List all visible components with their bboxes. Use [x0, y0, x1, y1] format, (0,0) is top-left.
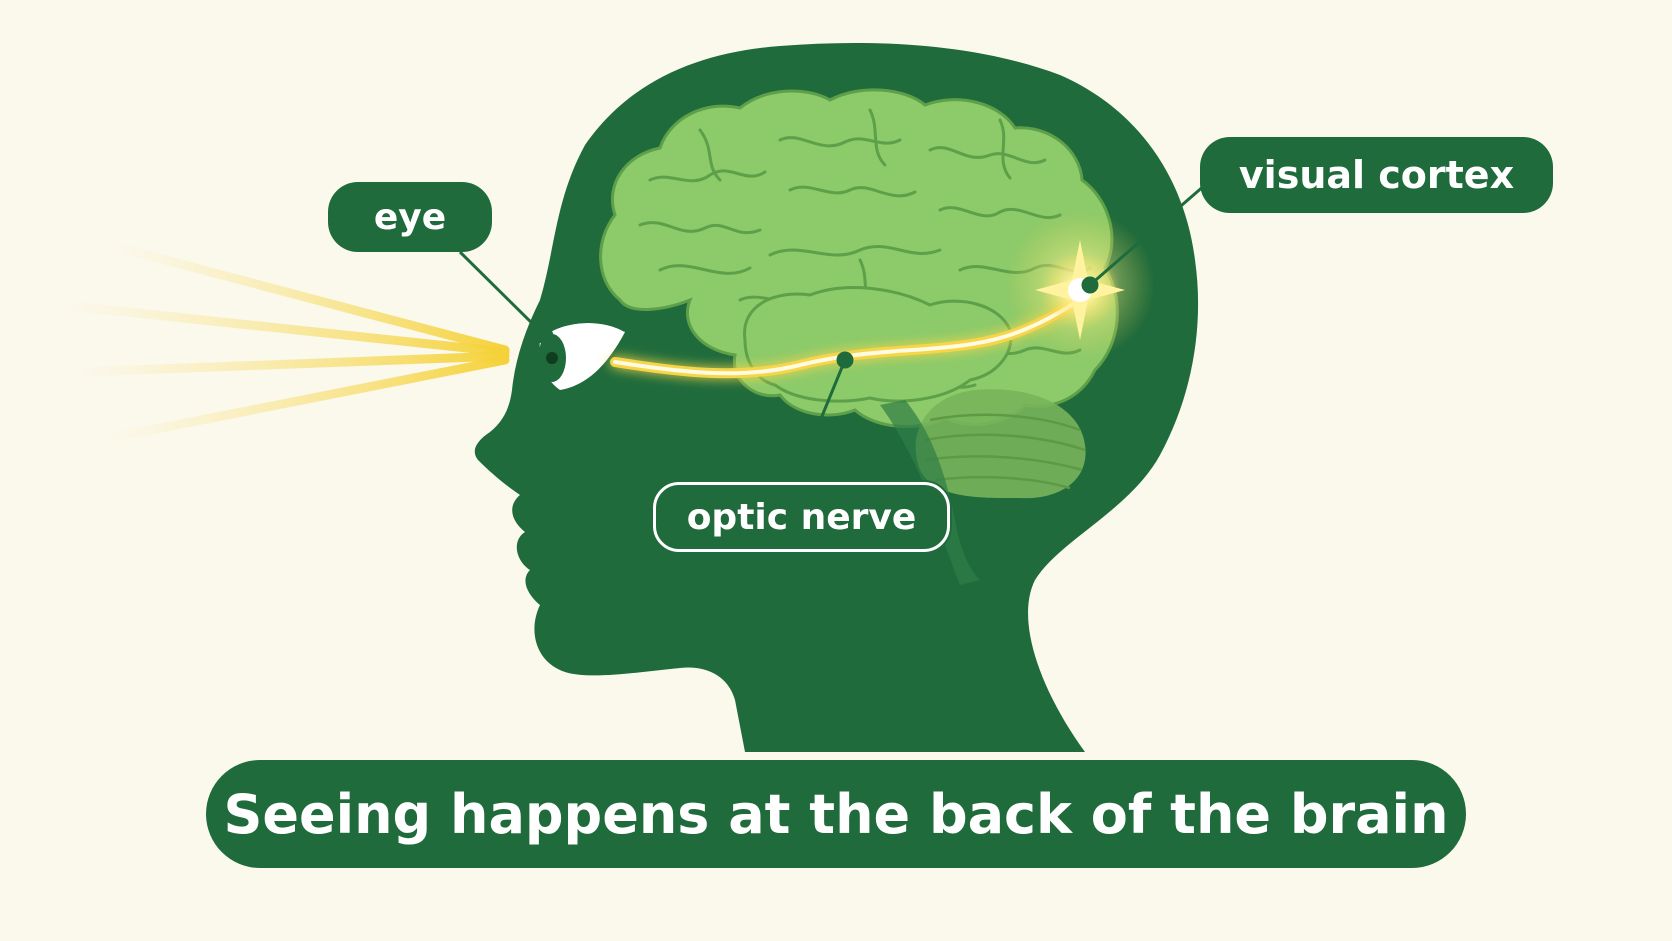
- caption-banner: Seeing happens at the back of the brain: [206, 760, 1466, 868]
- eye-icon: [538, 319, 627, 390]
- optic-nerve-label: optic nerve: [653, 482, 950, 552]
- eye-label: eye: [328, 182, 492, 252]
- brain-icon: [599, 88, 1155, 428]
- light-rays-icon: [65, 243, 510, 443]
- visual-cortex-label: visual cortex: [1200, 137, 1553, 213]
- leader-lines: [458, 183, 1206, 483]
